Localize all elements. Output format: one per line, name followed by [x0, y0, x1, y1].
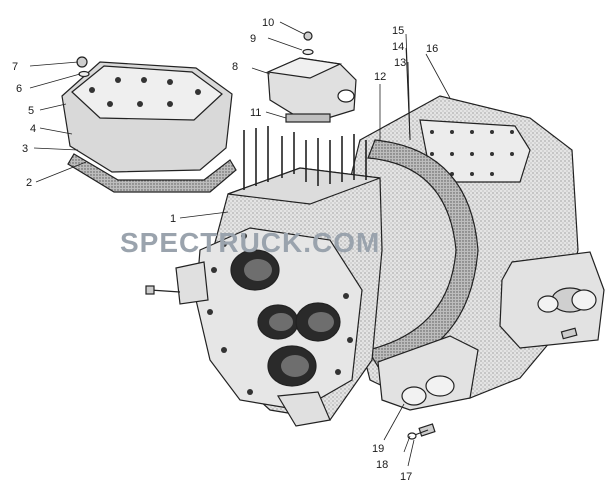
- callout-6: 6: [16, 83, 22, 95]
- head-cover: [61, 56, 237, 193]
- callout-16: 16: [426, 43, 438, 55]
- watermark-text: SPECTRUCK.COM: [120, 227, 380, 258]
- callout-17: 17: [400, 471, 412, 483]
- leader-lines: [29, 21, 451, 467]
- callout-4: 4: [30, 123, 36, 135]
- callout-labels: 7 6 5 4 3 2 1 10 9 8 11 12 15 14 13 16 1…: [12, 17, 438, 483]
- cylinder-block: [145, 126, 383, 427]
- callout-19: 19: [372, 443, 384, 455]
- callout-15: 15: [392, 25, 404, 37]
- valve-block: [265, 31, 357, 123]
- callout-9: 9: [250, 33, 256, 45]
- callout-8: 8: [232, 61, 238, 73]
- callout-13: 13: [394, 57, 406, 69]
- callout-11: 11: [250, 107, 261, 119]
- callout-14: 14: [392, 41, 404, 53]
- callout-1: 1: [170, 213, 176, 225]
- callout-18: 18: [376, 459, 388, 471]
- bolt-assembly: [407, 327, 578, 440]
- callout-5: 5: [28, 105, 34, 117]
- callout-3: 3: [22, 143, 28, 155]
- callout-2: 2: [26, 177, 32, 189]
- main-housing: [344, 95, 605, 411]
- callout-10: 10: [262, 17, 274, 29]
- callout-12: 12: [374, 71, 386, 83]
- callout-7: 7: [12, 61, 18, 73]
